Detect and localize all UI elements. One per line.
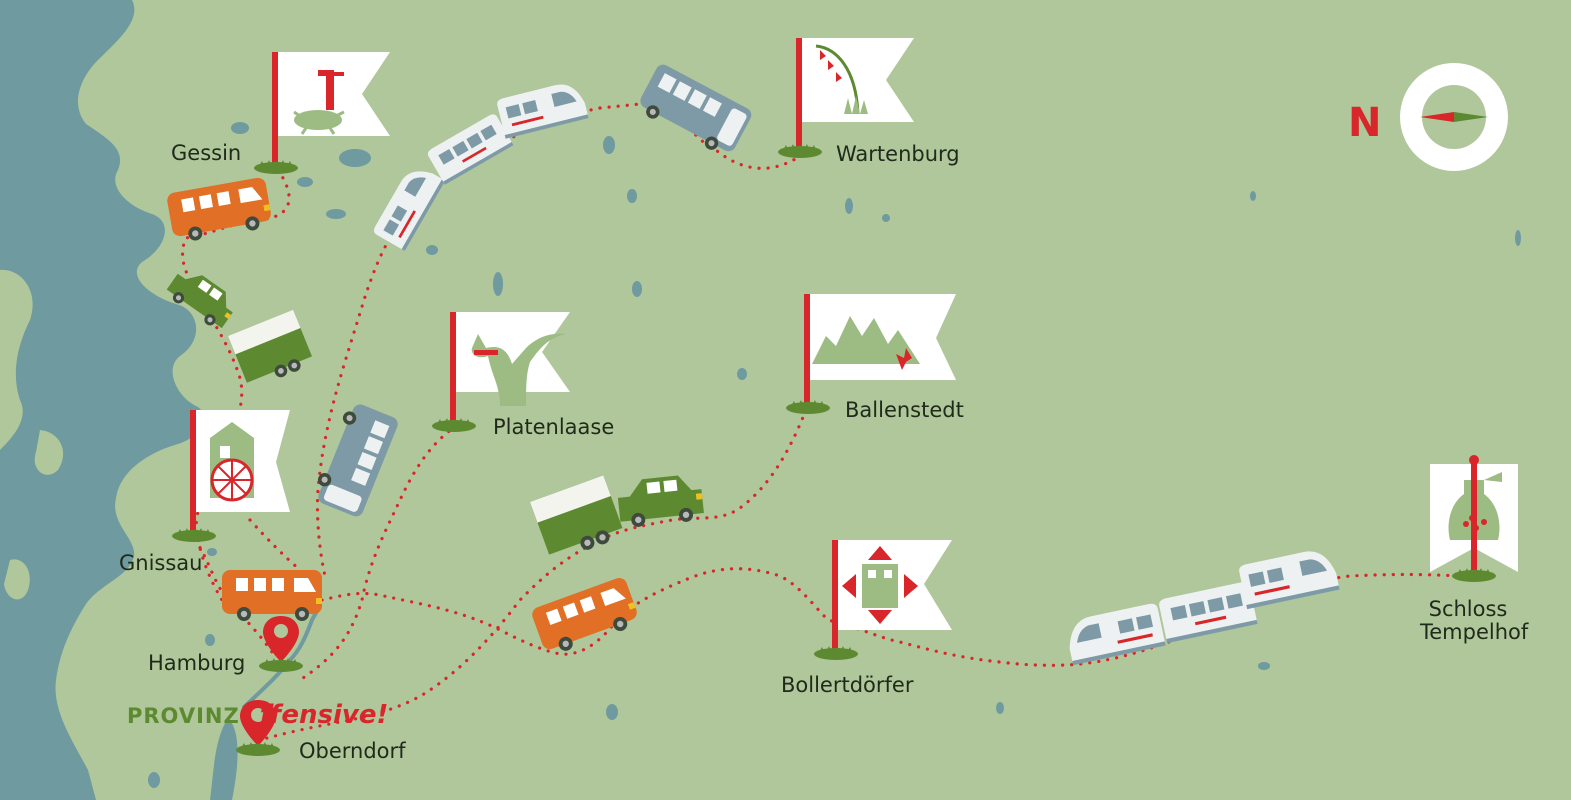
orange-van xyxy=(166,177,273,245)
compass-north-label: N xyxy=(1348,100,1382,146)
green-trailer xyxy=(530,475,626,563)
place-label-schloss-tempelhof: Schloss Tempelhof xyxy=(1420,597,1529,645)
logo-part-provinz: PROVINZ xyxy=(127,704,240,728)
green-car xyxy=(616,473,704,529)
place-label-line: Schloss xyxy=(1428,597,1508,621)
train xyxy=(1158,580,1258,644)
train xyxy=(372,161,446,251)
orange-van xyxy=(530,576,641,658)
bus xyxy=(310,400,400,519)
place-label-oberndorf: Oberndorf xyxy=(299,739,406,763)
sea-coast xyxy=(0,0,322,800)
place-flags xyxy=(172,38,1518,660)
vehicles xyxy=(164,62,1340,666)
house-wheel-icon xyxy=(210,422,254,502)
place-label-gnissau: Gnissau xyxy=(119,551,203,575)
place-label-gessin: Gessin xyxy=(171,141,242,165)
place-label-platenlaase: Platenlaase xyxy=(493,415,615,439)
place-label-hamburg: Hamburg xyxy=(148,651,246,675)
castle-icon xyxy=(842,546,918,624)
train xyxy=(426,112,514,185)
provinzoffensive-logo: PROVINZ ffensive! xyxy=(127,700,388,730)
orange-van xyxy=(222,570,322,621)
cat-icon xyxy=(471,333,566,406)
place-label-wartenburg: Wartenburg xyxy=(836,142,960,166)
logo-part-offensive: ffensive! xyxy=(259,700,389,730)
water-pump-icon xyxy=(293,70,345,135)
lakes xyxy=(148,122,1521,788)
train xyxy=(1238,546,1340,610)
place-label-ballenstedt: Ballenstedt xyxy=(845,398,964,422)
place-label-bollertdoerfer: Bollertdörfer xyxy=(781,673,914,697)
bus xyxy=(635,62,754,160)
mountains-icon xyxy=(812,316,920,370)
train xyxy=(496,79,589,139)
place-label-line: Tempelhof xyxy=(1420,620,1529,645)
bluebell-flower-icon xyxy=(815,44,868,115)
train xyxy=(1064,602,1166,666)
compass-icon xyxy=(1400,63,1508,171)
